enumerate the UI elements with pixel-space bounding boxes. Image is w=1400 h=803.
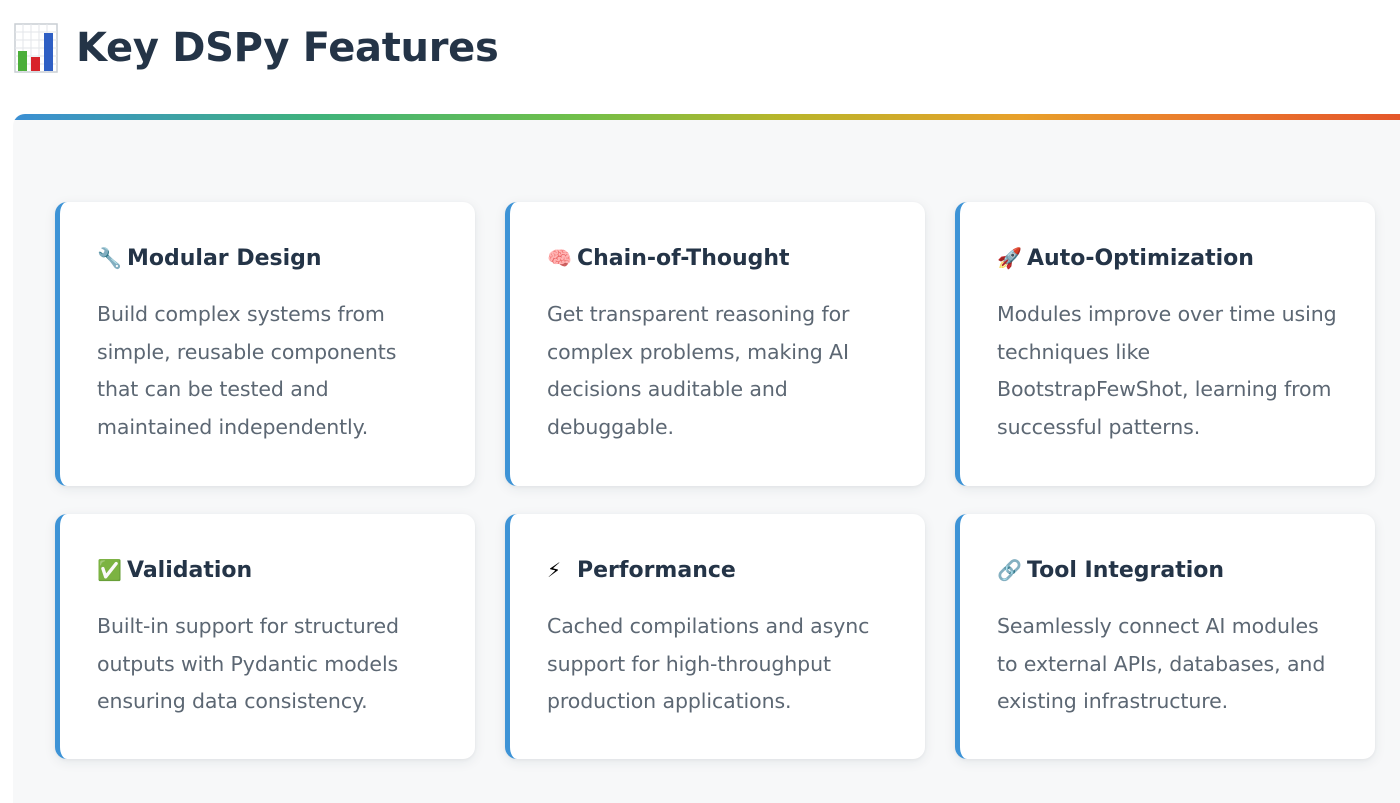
feature-card-description: Get transparent reasoning for complex pr… bbox=[547, 302, 850, 439]
feature-card-title: Modular Design bbox=[127, 245, 322, 271]
bar-chart-icon bbox=[14, 23, 58, 73]
feature-card-title: Auto-Optimization bbox=[1027, 245, 1254, 271]
feature-card-header: 🔧 Modular Design bbox=[97, 242, 439, 274]
feature-card-chain-of-thought: 🧠 Chain-of-Thought Get transparent reaso… bbox=[505, 202, 925, 486]
link-icon: 🔗 bbox=[997, 558, 1022, 582]
features-panel: 🔧 Modular Design Build complex systems f… bbox=[13, 114, 1400, 803]
feature-card-validation: ✅ Validation Built-in support for struct… bbox=[55, 514, 475, 759]
feature-card-description: Modules improve over time using techniqu… bbox=[997, 302, 1337, 439]
feature-card-description: Built-in support for structured outputs … bbox=[97, 614, 399, 713]
wrench-icon: 🔧 bbox=[97, 246, 122, 270]
feature-grid: 🔧 Modular Design Build complex systems f… bbox=[55, 202, 1375, 759]
rocket-icon: 🚀 bbox=[997, 246, 1022, 270]
gradient-divider bbox=[13, 114, 1400, 120]
feature-card-header: ✅ Validation bbox=[97, 554, 439, 586]
feature-card-description: Build complex systems from simple, reusa… bbox=[97, 302, 397, 439]
feature-card-description: Seamlessly connect AI modules to externa… bbox=[997, 614, 1326, 713]
feature-card-header: 🧠 Chain-of-Thought bbox=[547, 242, 889, 274]
page-title: Key DSPy Features bbox=[76, 25, 499, 71]
feature-card-title: Chain-of-Thought bbox=[577, 245, 790, 271]
brain-icon: 🧠 bbox=[547, 246, 572, 270]
feature-card-performance: ⚡ Performance Cached compilations and as… bbox=[505, 514, 925, 759]
feature-card-description: Cached compilations and async support fo… bbox=[547, 614, 870, 713]
feature-card-auto-optimization: 🚀 Auto-Optimization Modules improve over… bbox=[955, 202, 1375, 486]
lightning-icon: ⚡ bbox=[547, 558, 562, 582]
feature-card-modular-design: 🔧 Modular Design Build complex systems f… bbox=[55, 202, 475, 486]
feature-card-tool-integration: 🔗 Tool Integration Seamlessly connect AI… bbox=[955, 514, 1375, 759]
feature-card-header: 🚀 Auto-Optimization bbox=[997, 242, 1339, 274]
feature-card-title: Performance bbox=[577, 557, 736, 583]
feature-card-title: Validation bbox=[127, 557, 253, 583]
feature-card-header: ⚡ Performance bbox=[547, 554, 889, 586]
feature-card-header: 🔗 Tool Integration bbox=[997, 554, 1339, 586]
check-mark-icon: ✅ bbox=[97, 558, 122, 582]
feature-card-title: Tool Integration bbox=[1027, 557, 1225, 583]
page-header: Key DSPy Features bbox=[14, 18, 499, 78]
